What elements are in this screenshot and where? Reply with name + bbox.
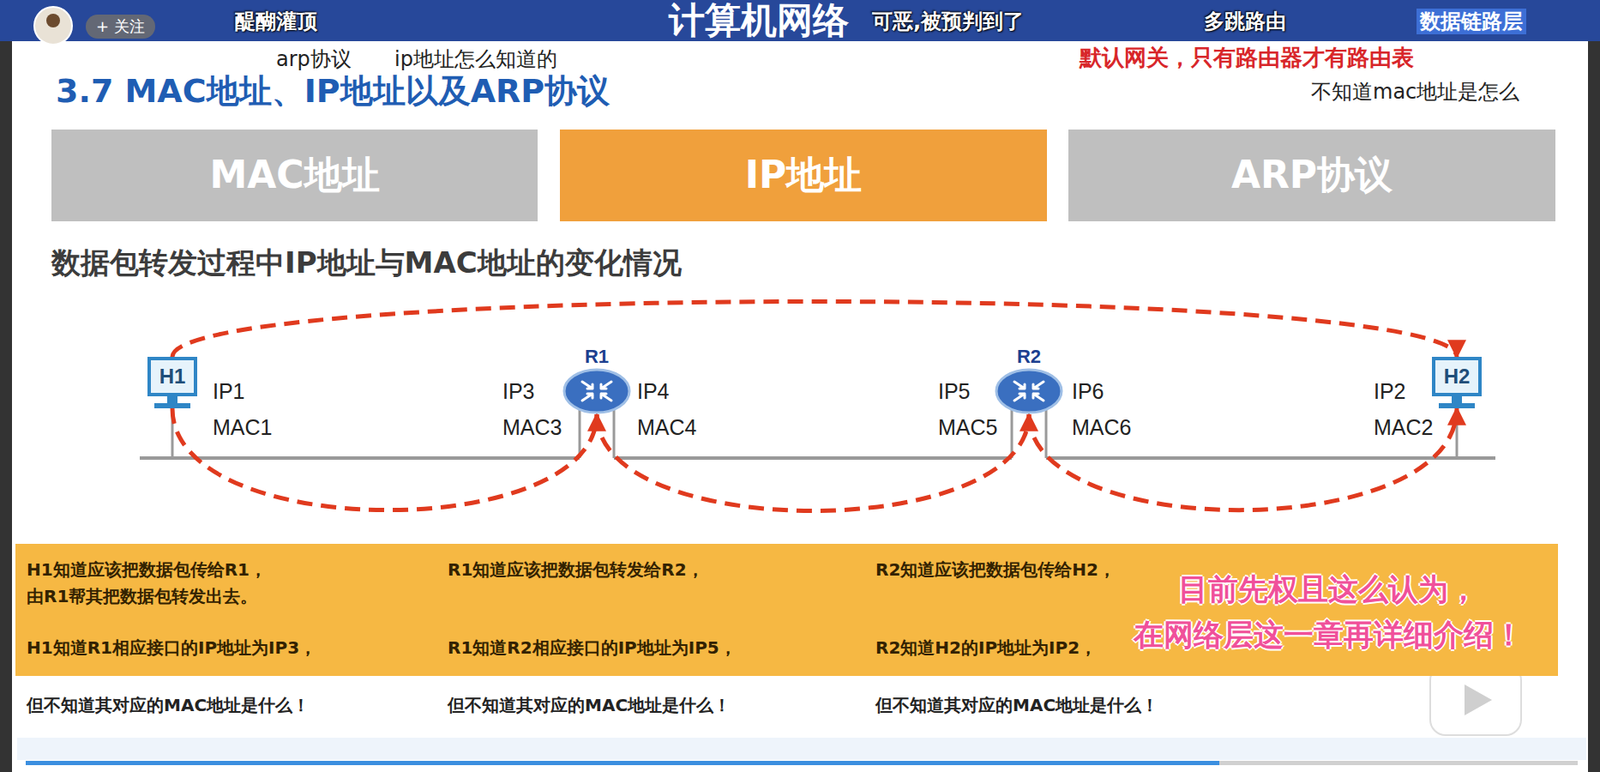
frame-right	[1587, 41, 1600, 772]
tab-box: MAC地址	[51, 129, 538, 222]
bus-line	[1046, 456, 1496, 460]
bus-line	[613, 456, 1012, 460]
panel-text: R1知道应该把数据包转发给R2，	[447, 556, 704, 584]
panel-text: H1知道R1相应接口的IP地址为IP3，	[26, 634, 317, 662]
progress-track	[25, 760, 1578, 765]
avatar-head	[46, 13, 61, 28]
danmaku-comment: 默认网关，只有路由器才有路由表	[1079, 44, 1414, 71]
waveform-band	[17, 737, 1587, 760]
interface-label: IP6	[1071, 378, 1105, 404]
drop-line	[1045, 403, 1048, 458]
tab-box-active: IP地址	[559, 129, 1047, 222]
avatar	[34, 6, 73, 45]
panel-text: R2知道H2的IP地址为IP2，	[875, 634, 1097, 662]
interface-label: IP2	[1373, 378, 1407, 404]
tab-box: ARP协议	[1068, 129, 1556, 222]
host-label: H2	[1431, 356, 1482, 397]
danmaku-comment: arp协议	[276, 46, 352, 73]
danmaku-comment: 醍醐灌顶	[234, 8, 318, 35]
danmaku-comment: 可恶,被预判到了	[872, 8, 1024, 35]
slide-title: 3.7 MAC地址、IP地址以及ARP协议	[55, 72, 610, 110]
drop-line	[613, 403, 616, 458]
drop-line	[1010, 403, 1014, 458]
interface-label: MAC4	[637, 414, 697, 440]
danmaku-comment: 多跳路由	[1203, 8, 1287, 35]
stand-base	[154, 403, 191, 409]
host-stand	[1431, 396, 1482, 409]
router-label: R2	[990, 345, 1068, 368]
note-text: 但不知道其对应的MAC地址是什么！	[26, 692, 310, 717]
panel-text: H1知道应该把数据包传给R1， 由R1帮其把数据包转发出去。	[26, 556, 284, 610]
router-arrows	[1014, 381, 1044, 401]
dashed-arrow	[172, 301, 1457, 358]
interface-label: MAC1	[212, 414, 272, 440]
frame-left	[0, 41, 13, 772]
router-body	[558, 367, 636, 415]
section-subtitle: 数据包转发过程中IP地址与MAC地址的变化情况	[51, 244, 682, 281]
video-title: 计算机网络	[668, 0, 849, 42]
tab-label: MAC地址	[209, 150, 379, 201]
danmaku-comment: 不知道mac地址是怎么	[1311, 78, 1520, 105]
note-text: 但不知道其对应的MAC地址是什么！	[875, 692, 1159, 717]
host-icon: H2	[1431, 356, 1482, 409]
play-triangle	[1464, 684, 1492, 716]
router-disc	[996, 369, 1062, 413]
progress-bar	[25, 760, 1220, 765]
interface-label: MAC6	[1071, 414, 1131, 440]
router-label: R1	[558, 345, 636, 368]
danmaku-comment: 数据链路层	[1416, 8, 1527, 35]
interface-label: IP5	[938, 378, 971, 404]
highlight-note: 目前先权且这么认为， 在网络层这一章再详细介绍！	[1122, 566, 1534, 658]
host-icon: H1	[147, 356, 198, 409]
interface-label: IP3	[502, 378, 536, 404]
tab-label: IP地址	[745, 150, 863, 201]
interface-label: MAC5	[938, 414, 998, 440]
note-text: 但不知道其对应的MAC地址是什么！	[447, 692, 731, 717]
interface-label: IP4	[637, 378, 670, 404]
drop-line	[578, 403, 582, 458]
dashed-arrow	[1028, 408, 1457, 511]
router-icon: R2	[990, 345, 1068, 415]
interface-label: MAC2	[1373, 414, 1433, 440]
interface-label: IP1	[212, 378, 246, 404]
video-top-bar	[0, 0, 1600, 42]
stand-neck	[1451, 396, 1462, 404]
stand-base	[1438, 403, 1475, 409]
router-icon: R1	[558, 345, 636, 415]
router-disc	[564, 369, 630, 413]
host-stand	[147, 396, 198, 409]
tab-label: ARP协议	[1231, 150, 1393, 201]
bus-line	[139, 456, 580, 460]
interface-label: MAC3	[502, 414, 562, 440]
stand-neck	[167, 396, 178, 404]
dashed-arrow	[596, 414, 1029, 512]
panel-text: R1知道R2相应接口的IP地址为IP5，	[447, 634, 737, 662]
host-label: H1	[147, 356, 198, 397]
danmaku-comment: ip地址怎么知道的	[394, 46, 558, 73]
router-body	[990, 367, 1068, 415]
follow-button: + 关注	[85, 14, 156, 39]
router-arrows	[582, 381, 612, 401]
panel-text: R2知道应该把数据包传给H2，	[875, 556, 1116, 584]
info-panel: H1知道应该把数据包传给R1， 由R1帮其把数据包转发出去。 R1知道应该把数据包…	[15, 543, 1558, 676]
dashed-arrow	[172, 408, 597, 511]
